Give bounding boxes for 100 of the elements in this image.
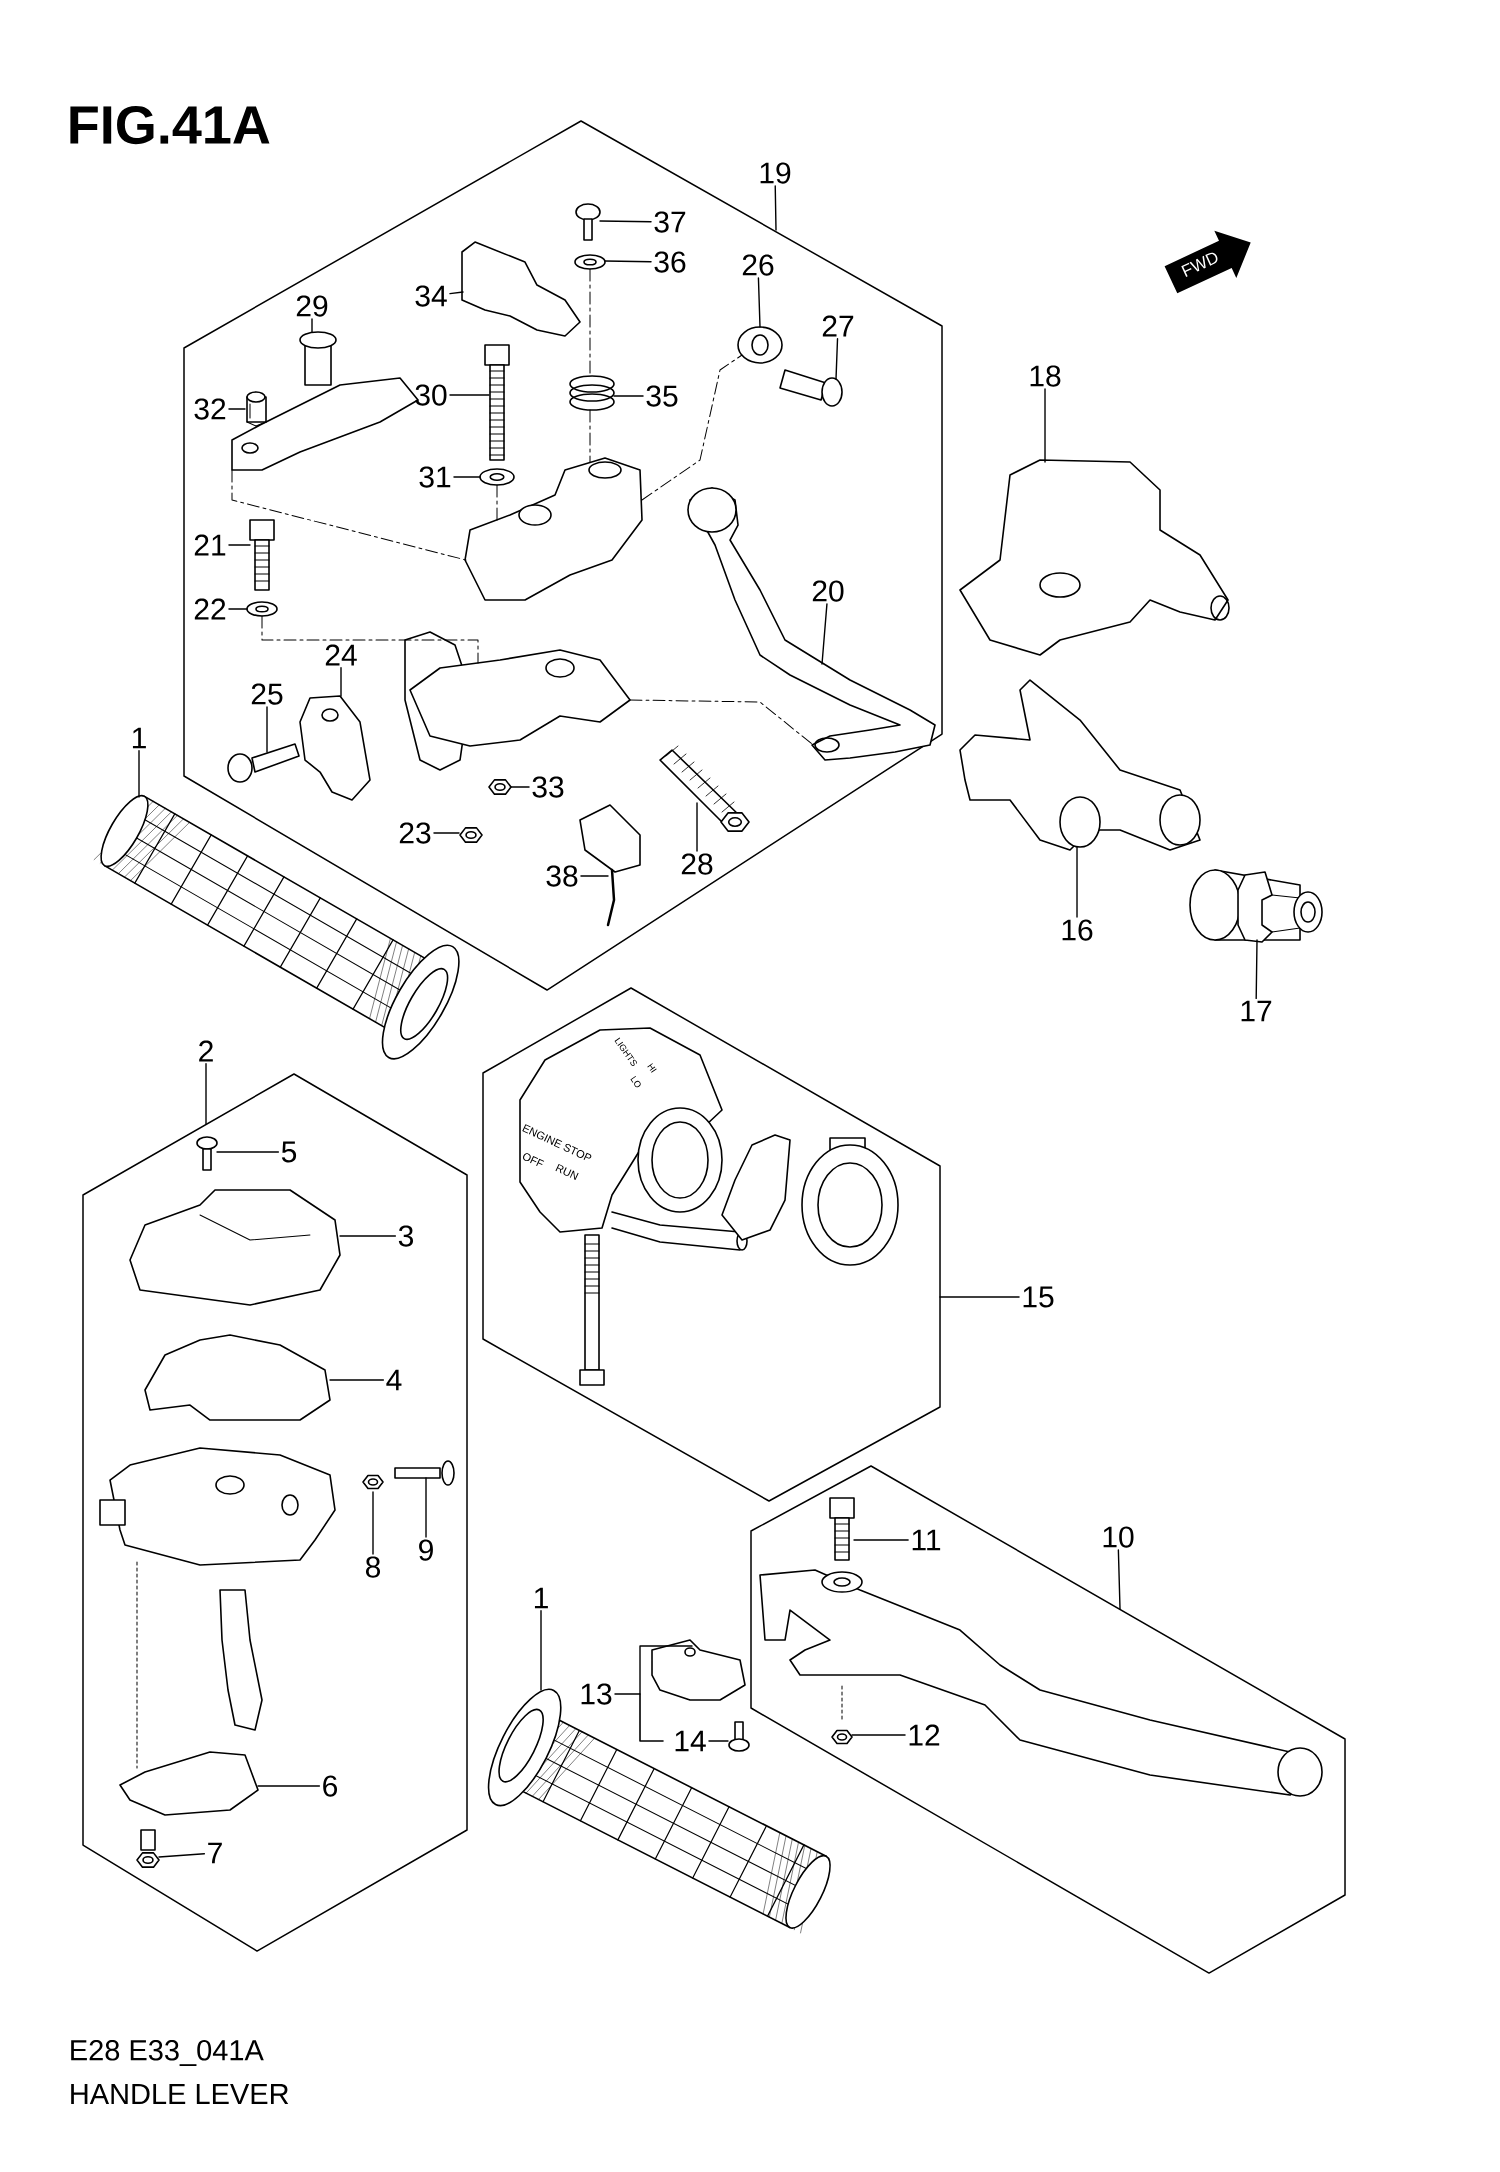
callout-number: 6	[323, 1775, 338, 1797]
callout-number: 23	[399, 822, 431, 844]
assembly-line	[589, 409, 591, 463]
leader-line	[939, 1296, 1020, 1298]
leader-line	[449, 394, 490, 396]
washer-drawing	[479, 468, 515, 486]
callout-number: 31	[419, 466, 451, 488]
callout-number: 20	[812, 580, 844, 602]
leader-line	[449, 291, 464, 295]
clamp-drawing	[404, 631, 631, 771]
callout-number: 10	[1103, 1526, 1134, 1548]
callout-number: 8	[365, 1556, 381, 1578]
leader-line	[1076, 846, 1078, 918]
callout-number: 1	[132, 727, 146, 749]
callout-number: 38	[546, 865, 578, 887]
washer-drawing	[246, 601, 278, 617]
bolt-drawing	[227, 743, 300, 783]
leader-line	[1255, 939, 1258, 1000]
callout-number: 7	[208, 1842, 222, 1864]
switch-marking: OFF	[523, 1153, 545, 1167]
leader-line	[266, 706, 268, 753]
callout-number: 37	[654, 211, 686, 233]
leader-line	[228, 408, 246, 410]
callout-number: 29	[296, 295, 328, 317]
callout-number: 18	[1030, 365, 1061, 387]
callout-number: 11	[912, 1529, 941, 1551]
callout-number: 16	[1062, 919, 1093, 941]
clamp-drawing	[299, 695, 371, 801]
callout-number: 33	[532, 776, 564, 798]
leader-line	[599, 220, 652, 223]
leader-line	[510, 786, 530, 788]
nut-drawing	[488, 779, 512, 795]
leader-line	[216, 1151, 280, 1153]
callout-number: 15	[1023, 1286, 1054, 1308]
leader-line	[614, 1645, 693, 1695]
callout-number: 1	[534, 1587, 548, 1609]
brake-switch-drawing	[579, 804, 641, 927]
leader-line	[425, 1477, 427, 1538]
lever-holder-drawing	[464, 457, 643, 601]
gasket-drawing	[144, 1334, 331, 1421]
leader-line	[757, 277, 761, 328]
washer-drawing	[574, 254, 606, 270]
bolt-drawing	[136, 1829, 160, 1868]
diagram-code: E28 E33_041A	[71, 2040, 264, 2067]
leader-line	[540, 1609, 542, 1691]
callout-number: 13	[581, 1683, 612, 1705]
leader-line	[696, 802, 698, 852]
spring-drawing	[569, 375, 615, 411]
leader-line	[613, 395, 644, 397]
figure-title: FIG.41A	[70, 105, 270, 145]
callout-number: 34	[415, 285, 447, 307]
callout-number: 35	[646, 385, 678, 407]
callout-number: 28	[681, 853, 713, 875]
callout-number: 21	[194, 534, 226, 556]
callout-number: 25	[251, 683, 283, 705]
diagram-caption: HANDLE LEVER	[71, 2084, 289, 2104]
assembly-line	[496, 484, 498, 521]
plate-drawing	[461, 241, 581, 337]
leader-line	[774, 185, 777, 231]
leader-line	[835, 338, 839, 380]
assembly-line	[629, 699, 813, 745]
switch-marking: RUN	[555, 1163, 579, 1181]
adjuster-drawing	[1189, 869, 1323, 943]
leader-line	[580, 875, 609, 877]
adjuster-bolt-drawing	[659, 745, 750, 832]
nut-drawing	[362, 1474, 384, 1490]
assembly-line	[231, 469, 467, 561]
screw-drawing	[728, 1721, 750, 1752]
grip-drawing	[93, 794, 460, 1060]
leader-line	[853, 1539, 909, 1541]
callout-number: 22	[194, 598, 226, 620]
screw-drawing	[779, 369, 843, 407]
callout-number: 19	[760, 162, 791, 184]
leader-line	[228, 544, 251, 546]
bolt-drawing	[484, 344, 510, 461]
cover-drawing	[129, 1189, 341, 1306]
part-group-frame	[82, 1073, 468, 1952]
callout-number: 36	[654, 251, 686, 273]
callout-number: 3	[398, 1225, 414, 1247]
leader-line	[329, 1379, 385, 1381]
leader-line	[453, 476, 481, 478]
callout-number: 12	[909, 1724, 940, 1746]
arrow-label: FWD	[1181, 252, 1218, 277]
bolt-drawing	[829, 1497, 855, 1561]
switch-marking: LO	[630, 1075, 641, 1088]
lever-drawing	[687, 487, 936, 761]
leader-line	[372, 1491, 374, 1555]
part-group-frame	[482, 987, 941, 1502]
screw-drawing	[575, 203, 601, 241]
callout-number: 5	[281, 1141, 297, 1163]
leader-line	[821, 603, 828, 665]
leader-line	[257, 1785, 321, 1787]
adjuster-wheel-drawing	[737, 326, 783, 364]
leader-line	[339, 1235, 397, 1237]
leader-line	[205, 1063, 207, 1125]
leader-line	[851, 1734, 906, 1736]
callout-number: 14	[675, 1730, 706, 1752]
screw-drawing	[394, 1460, 455, 1486]
assembly-line	[641, 354, 743, 501]
leader-line	[158, 1853, 206, 1858]
